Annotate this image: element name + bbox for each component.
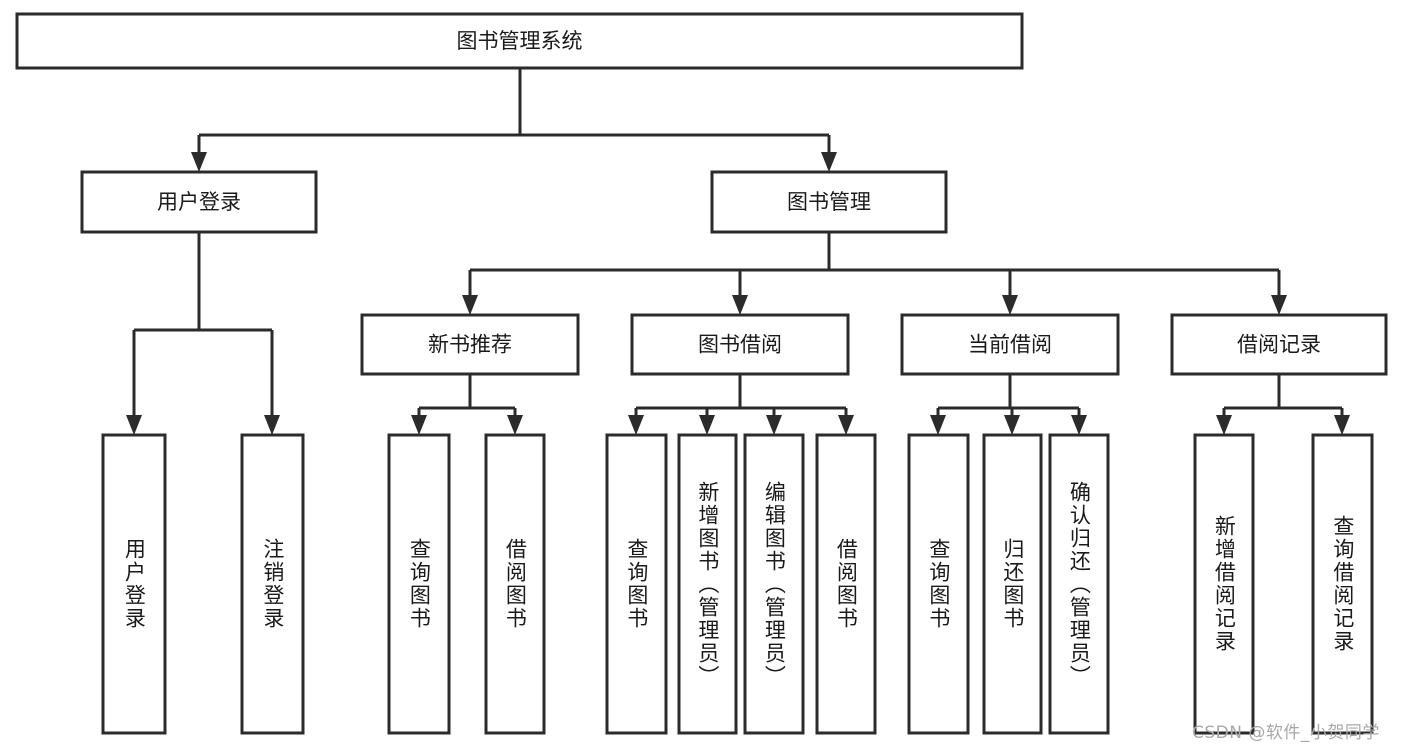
connectors-layer	[126, 68, 1350, 435]
arrow-head-icon	[191, 152, 207, 172]
leaf-box-leaf-borrow-book[interactable]	[815, 433, 877, 735]
arrow-head-icon	[1004, 415, 1020, 435]
csdn-watermark: CSDN @软件_小贺同学	[1192, 723, 1380, 743]
arrow-head-icon	[628, 415, 644, 435]
branch-label-new-book-recommend: 新书推荐	[428, 333, 512, 357]
arrow-head-icon	[766, 415, 782, 435]
leaf-box-leaf-add-borrow-record[interactable]	[1193, 433, 1255, 735]
arrow-head-icon	[1071, 415, 1087, 435]
arrow-head-icon	[126, 415, 142, 435]
leaf-box-leaf-confirm-return[interactable]	[1048, 433, 1110, 735]
connector-root-to-level2	[191, 68, 837, 172]
connector-borrow-to-leaves	[628, 374, 854, 435]
branch-box-user-login[interactable]	[80, 170, 318, 234]
leaf-box-leaf-borrow-book-recommend[interactable]	[484, 433, 546, 735]
leaf-box-leaf-query-book-borrow[interactable]	[605, 433, 668, 735]
arrow-head-icon	[699, 415, 715, 435]
arrow-head-icon	[1334, 415, 1350, 435]
root-box-root[interactable]	[15, 12, 1024, 70]
arrow-head-icon	[507, 415, 523, 435]
leaf-box-leaf-return-book[interactable]	[982, 433, 1043, 735]
branch-label-current-borrow: 当前借阅	[968, 333, 1052, 357]
arrow-head-icon	[732, 295, 748, 315]
arrow-head-icon	[1271, 295, 1287, 315]
leaf-box-leaf-add-book[interactable]	[677, 433, 738, 735]
branch-box-current-borrow[interactable]	[900, 313, 1120, 376]
arrow-head-icon	[1216, 415, 1232, 435]
branch-label-book-management: 图书管理	[787, 190, 871, 214]
boxes-layer	[15, 12, 1388, 735]
arrow-head-icon	[838, 415, 854, 435]
branch-box-borrow-records[interactable]	[1170, 313, 1388, 376]
branch-label-user-login: 用户登录	[157, 190, 241, 214]
branch-label-borrow-records: 借阅记录	[1237, 333, 1321, 357]
leaf-box-leaf-query-book-recommend[interactable]	[387, 433, 451, 735]
connector-bookmgmt-to-level3	[462, 232, 1287, 315]
branch-box-new-book-recommend[interactable]	[360, 313, 580, 376]
leaf-box-leaf-query-borrow-record[interactable]	[1311, 433, 1374, 735]
arrow-head-icon	[1002, 295, 1018, 315]
arrow-head-icon	[411, 415, 427, 435]
connector-recommend-to-leaves	[411, 374, 523, 435]
branch-label-book-borrow: 图书借阅	[698, 333, 782, 357]
arrow-head-icon	[462, 295, 478, 315]
arrow-head-icon	[930, 415, 946, 435]
leaf-box-leaf-logout[interactable]	[240, 433, 305, 735]
leaf-box-leaf-query-book-current[interactable]	[907, 433, 970, 735]
leaf-box-leaf-edit-book[interactable]	[743, 433, 805, 735]
branch-box-book-management[interactable]	[710, 170, 948, 234]
connector-userlogin-to-leaves	[126, 232, 280, 435]
connector-current-to-leaves	[930, 374, 1087, 435]
connector-records-to-leaves	[1216, 374, 1350, 435]
arrow-head-icon	[264, 415, 280, 435]
leaf-box-leaf-user-login[interactable]	[101, 433, 167, 735]
arrow-head-icon	[821, 152, 837, 172]
root-label-root: 图书管理系统	[457, 29, 583, 53]
branch-box-book-borrow[interactable]	[630, 313, 850, 376]
